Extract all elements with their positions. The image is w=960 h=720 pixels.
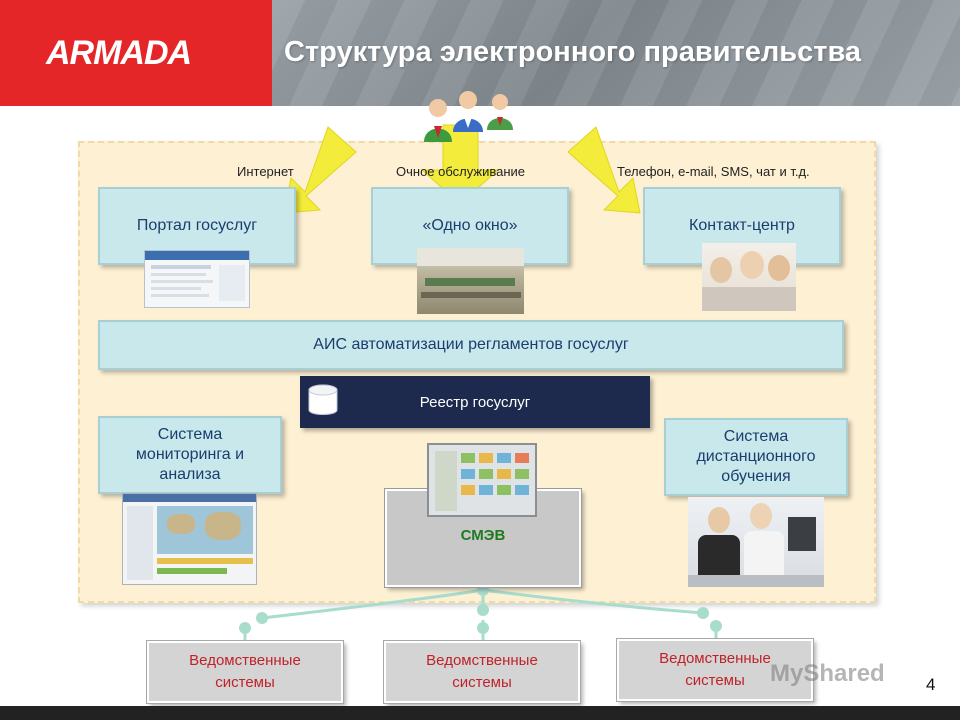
monitoring-line-2: мониторинга и [135,446,245,463]
department-systems-box-2: Ведомственные системы [384,641,580,703]
department-1-line-1: Ведомственные [189,652,301,670]
registry-box: Реестр госуслуг [300,376,650,428]
distance-learning-box: Система дистанционного обучения [664,418,848,496]
page-title: Структура электронного правительства [284,36,862,68]
page-number: 4 [926,675,936,694]
monitoring-map-image [122,493,257,585]
database-icon [308,384,338,415]
header: ARMADA Структура электронного правительс… [0,0,960,106]
footer-bar [0,706,960,720]
department-systems-box-3: Ведомственные системы [617,639,813,701]
call-center-image [702,243,796,311]
arrow-right-icon [567,126,641,214]
title-banner [272,0,960,106]
monitoring-box: Система мониторинга и анализа [98,416,282,494]
department-2-line-2: системы [452,674,512,691]
channel-phone-label: Телефон, e-mail, SMS, чат и т.д. [617,164,810,179]
armada-logo: ARMADA [46,34,192,72]
smev-dashboard-image [427,443,537,517]
watermark-text: MyShared [770,660,885,687]
distance-line-1: Система [723,428,789,445]
department-1-line-2: системы [215,674,275,691]
distance-line-2: дистанционного [696,448,816,465]
monitoring-line-3: анализа [159,466,221,483]
department-2-line-1: Ведомственные [426,652,538,670]
monitoring-line-1: Система [157,426,223,443]
distance-line-3: обучения [721,468,791,485]
arrow-left-icon [283,126,357,214]
service-hall-image [417,248,524,314]
users-icon [424,91,513,142]
department-3-line-1: Ведомственные [659,650,771,668]
department-3-line-2: системы [685,672,745,689]
portal-screenshot-image [144,250,250,308]
logo-block: ARMADA [0,0,272,106]
channel-in-person-label: Очное обслуживание [396,164,526,179]
department-systems-box-1: Ведомственные системы [147,641,343,703]
channel-internet-label: Интернет [237,164,294,179]
distance-learning-image [688,497,824,587]
smev-label: СМЭВ [460,527,506,544]
ais-box: АИС автоматизации регламентов госуслуг [98,320,844,370]
connector-nodes [239,584,722,634]
